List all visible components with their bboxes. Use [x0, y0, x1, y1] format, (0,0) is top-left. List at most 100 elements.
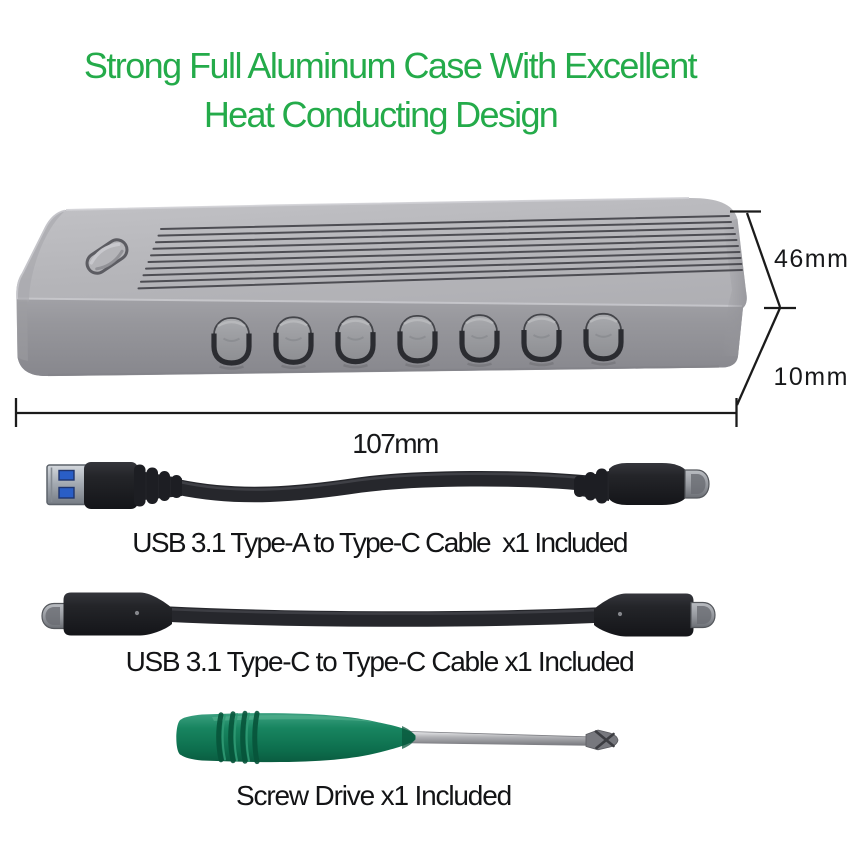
vent-2: [273, 316, 314, 370]
cable-c-to-c-label: USB 3.1 Type-C to Type-C Cable x1 Includ…: [125, 646, 635, 677]
screwdriver-label: Screw Drive x1 Included: [236, 779, 512, 811]
vent-inner-sheen: [346, 336, 365, 341]
enclosure-back-edge: [65, 197, 690, 211]
title-line-1: Strong Full Aluminum Case With Excellent: [83, 44, 698, 86]
vent-top-highlight: [527, 317, 556, 324]
dimension-thickness-label: 10mm: [773, 363, 849, 391]
vent-outline-u: [397, 331, 438, 364]
usb-a-strain-relief-rib-3: [159, 471, 170, 501]
groove-line-2: [157, 221, 732, 237]
usb-a-body: [84, 462, 138, 509]
enclosure-front-face: [17, 299, 743, 377]
groove-line-5: [150, 239, 738, 257]
vent-inner-sheen: [532, 334, 551, 339]
vent-outline-u: [459, 330, 500, 363]
dim-diagonal-10: [735, 307, 782, 406]
led-window: [85, 238, 129, 275]
usb-c1-body: [609, 463, 686, 505]
vent-outline-u: [211, 333, 252, 366]
vent-under-shadow: [219, 365, 244, 370]
screwdriver-tip-cross-1: [594, 730, 615, 748]
groove-line-8: [142, 257, 742, 277]
vent-4: [397, 314, 438, 368]
groove-line-3: [155, 227, 734, 244]
vent-1: [211, 317, 252, 370]
dimension-length-label: 107mm: [352, 428, 439, 459]
cable-c-to-c-illustration: [41, 592, 716, 637]
usb-a-strain-relief-rib-4: [171, 475, 182, 498]
vent-under-shadow: [467, 362, 492, 367]
vent-inner-sheen: [284, 336, 303, 342]
vent-outline-u: [583, 329, 624, 362]
usb-c1-strain-relief: [574, 468, 609, 504]
led-window-shadow: [95, 249, 124, 271]
vent-under-shadow: [405, 363, 430, 368]
vent-top-highlight: [279, 320, 308, 327]
handle-rib-light-1: [221, 714, 226, 761]
usb-c2-right-dot: [617, 611, 623, 617]
vent-top-highlight: [465, 318, 494, 325]
groove-line-6: [147, 245, 739, 263]
usb-c2-left-body: [63, 592, 172, 636]
handle-rib-3: [240, 710, 248, 764]
handle-rib-light-3: [245, 712, 250, 762]
usb-a-strain-relief-rib-2: [146, 467, 158, 504]
cable1-wire-highlight: [178, 472, 585, 491]
cable-a-to-c-label: USB 3.1 Type-A to Type-C Cable x1 Includ…: [132, 526, 628, 558]
vent-inner-sheen: [594, 333, 613, 338]
cable2-wire: [157, 606, 608, 627]
screwdriver-collar-shadow: [402, 726, 416, 749]
groove-line-7: [145, 251, 741, 270]
vent-top-highlight: [589, 316, 618, 323]
vent-top-highlight: [217, 320, 246, 328]
vent-under-shadow: [343, 363, 368, 369]
cable1-wire: [170, 470, 593, 503]
heatsink-grooves: [137, 215, 743, 290]
usb-a-window-bottom: [58, 486, 75, 499]
screwdriver-tip-cross-2: [595, 732, 615, 750]
screwdriver-handle: [176, 713, 416, 763]
screwdriver-illustration: [176, 710, 619, 765]
handle-rib-2: [228, 711, 236, 764]
handle-rib-4: [252, 710, 260, 765]
vent-5: [459, 314, 500, 367]
enclosure-left-facet: [16, 300, 28, 361]
vent-top-highlight: [341, 319, 370, 326]
vent-under-shadow: [591, 361, 616, 366]
vent-outline-u: [335, 332, 376, 365]
cable-a-to-c-illustration: [46, 462, 710, 509]
vent-top-highlight: [403, 318, 432, 325]
handle-rib-light-2: [233, 713, 238, 762]
screwdriver-shaft: [409, 731, 589, 746]
front-vents: [211, 312, 624, 370]
groove-line-10: [137, 269, 743, 290]
usb-c2-right-body: [594, 593, 694, 637]
usb-c1-strain-relief-rib-2: [585, 472, 596, 501]
screwdriver-handle-rib-lights: [221, 712, 250, 762]
usb-c1-strain-relief-rib-1: [574, 475, 585, 497]
vent-outline-u: [521, 330, 562, 363]
groove-line-4: [152, 233, 736, 250]
dimension-lines: [14, 210, 796, 427]
vent-7: [583, 312, 624, 366]
usb-a-strain-relief-rib-1: [134, 464, 146, 507]
vent-under-shadow: [529, 361, 554, 367]
dim-diagonal-46: [745, 212, 782, 308]
usb-c2-left-tip-shade: [45, 607, 60, 625]
led-window-highlight: [89, 242, 121, 265]
cable2-wire-highlight: [165, 607, 600, 615]
dimension-depth-label: 46mm: [774, 245, 850, 274]
vent-6: [521, 313, 562, 367]
vent-inner-sheen: [222, 337, 241, 342]
vent-under-shadow: [281, 364, 306, 370]
screwdriver-handle-highlight: [212, 715, 375, 722]
usb-c2-left-dot: [134, 610, 140, 616]
usb-c2-right-tip-shade: [697, 606, 712, 624]
vent-inner-sheen: [408, 335, 427, 340]
handle-rib-1: [216, 712, 224, 763]
groove-line-9: [140, 263, 743, 283]
enclosure-illustration: [16, 197, 747, 377]
led-window-ring: [85, 238, 129, 275]
